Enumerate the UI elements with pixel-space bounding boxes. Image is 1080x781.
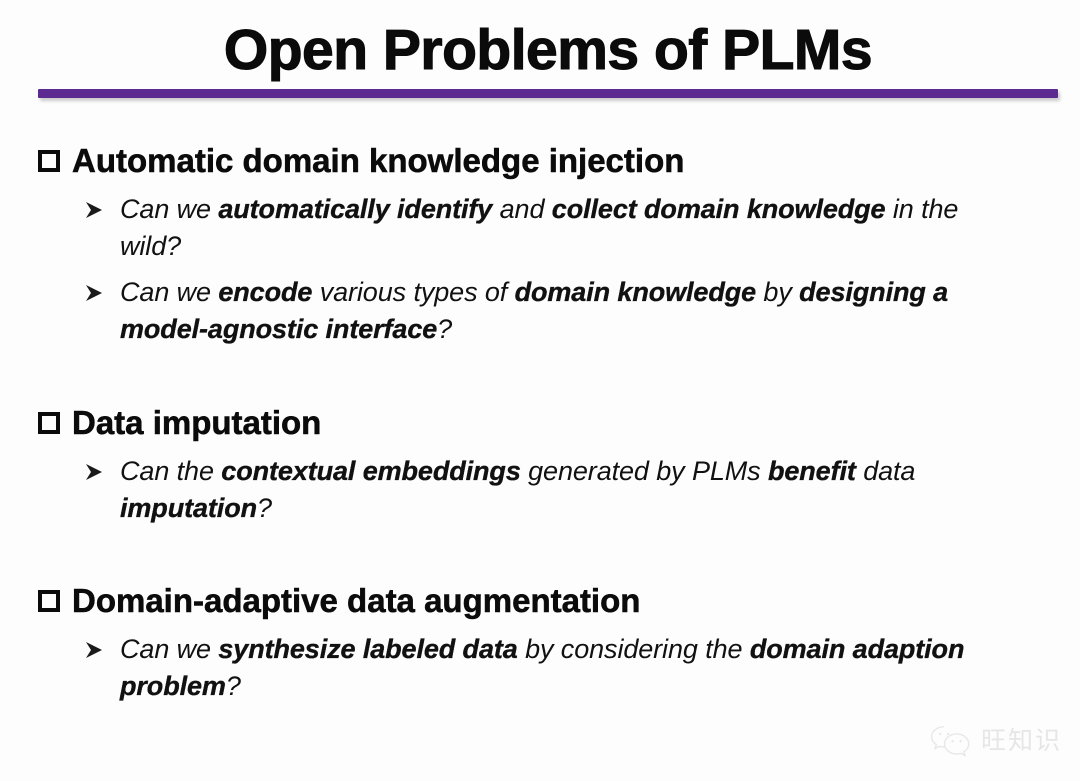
list-item-text: Can we synthesize labeled data by consid… [120, 634, 965, 701]
list-item-text: Can we encode various types of domain kn… [120, 277, 949, 344]
page-title: Open Problems of PLMs [223, 17, 873, 82]
arrowhead-bullet-icon [84, 453, 104, 490]
list-item: Can the contextual embeddings generated … [0, 453, 1080, 527]
hollow-square-bullet-icon [38, 412, 60, 434]
section-heading-label: Data imputation [72, 404, 322, 442]
section-heading-label: Domain-adaptive data augmentation [72, 582, 641, 620]
sub-bullet-list: Can the contextual embeddings generated … [0, 453, 1080, 527]
sub-bullet-list: Can we automatically identify and collec… [0, 191, 1080, 348]
hollow-square-bullet-icon [38, 590, 60, 612]
wechat-logo-icon [930, 723, 972, 757]
list-item: Can we encode various types of domain kn… [0, 274, 1080, 348]
section-heading-label: Automatic domain knowledge injection [72, 142, 685, 180]
section-domain-adaptive-data-augmentation: Domain-adaptive data augmentation Can we… [0, 580, 1080, 705]
slide-body: Automatic domain knowledge injection Can… [0, 140, 1080, 705]
list-item-text: Can the contextual embeddings generated … [120, 456, 916, 523]
section-data-imputation: Data imputation Can the contextual embed… [0, 402, 1080, 527]
section-heading: Data imputation [0, 402, 1080, 444]
watermark: 旺知识 [930, 723, 1062, 757]
section-heading: Automatic domain knowledge injection [0, 140, 1080, 182]
title-divider [38, 89, 1058, 98]
watermark-label: 旺知识 [980, 725, 1062, 755]
arrowhead-bullet-icon [84, 274, 104, 311]
list-item: Can we automatically identify and collec… [0, 191, 1080, 265]
list-item: Can we synthesize labeled data by consid… [0, 631, 1080, 705]
arrowhead-bullet-icon [84, 191, 104, 228]
section-heading: Domain-adaptive data augmentation [0, 580, 1080, 622]
list-item-text: Can we automatically identify and collec… [120, 194, 959, 261]
arrowhead-bullet-icon [84, 631, 104, 668]
sub-bullet-list: Can we synthesize labeled data by consid… [0, 631, 1080, 705]
hollow-square-bullet-icon [38, 150, 60, 172]
section-automatic-domain-knowledge-injection: Automatic domain knowledge injection Can… [0, 140, 1080, 348]
